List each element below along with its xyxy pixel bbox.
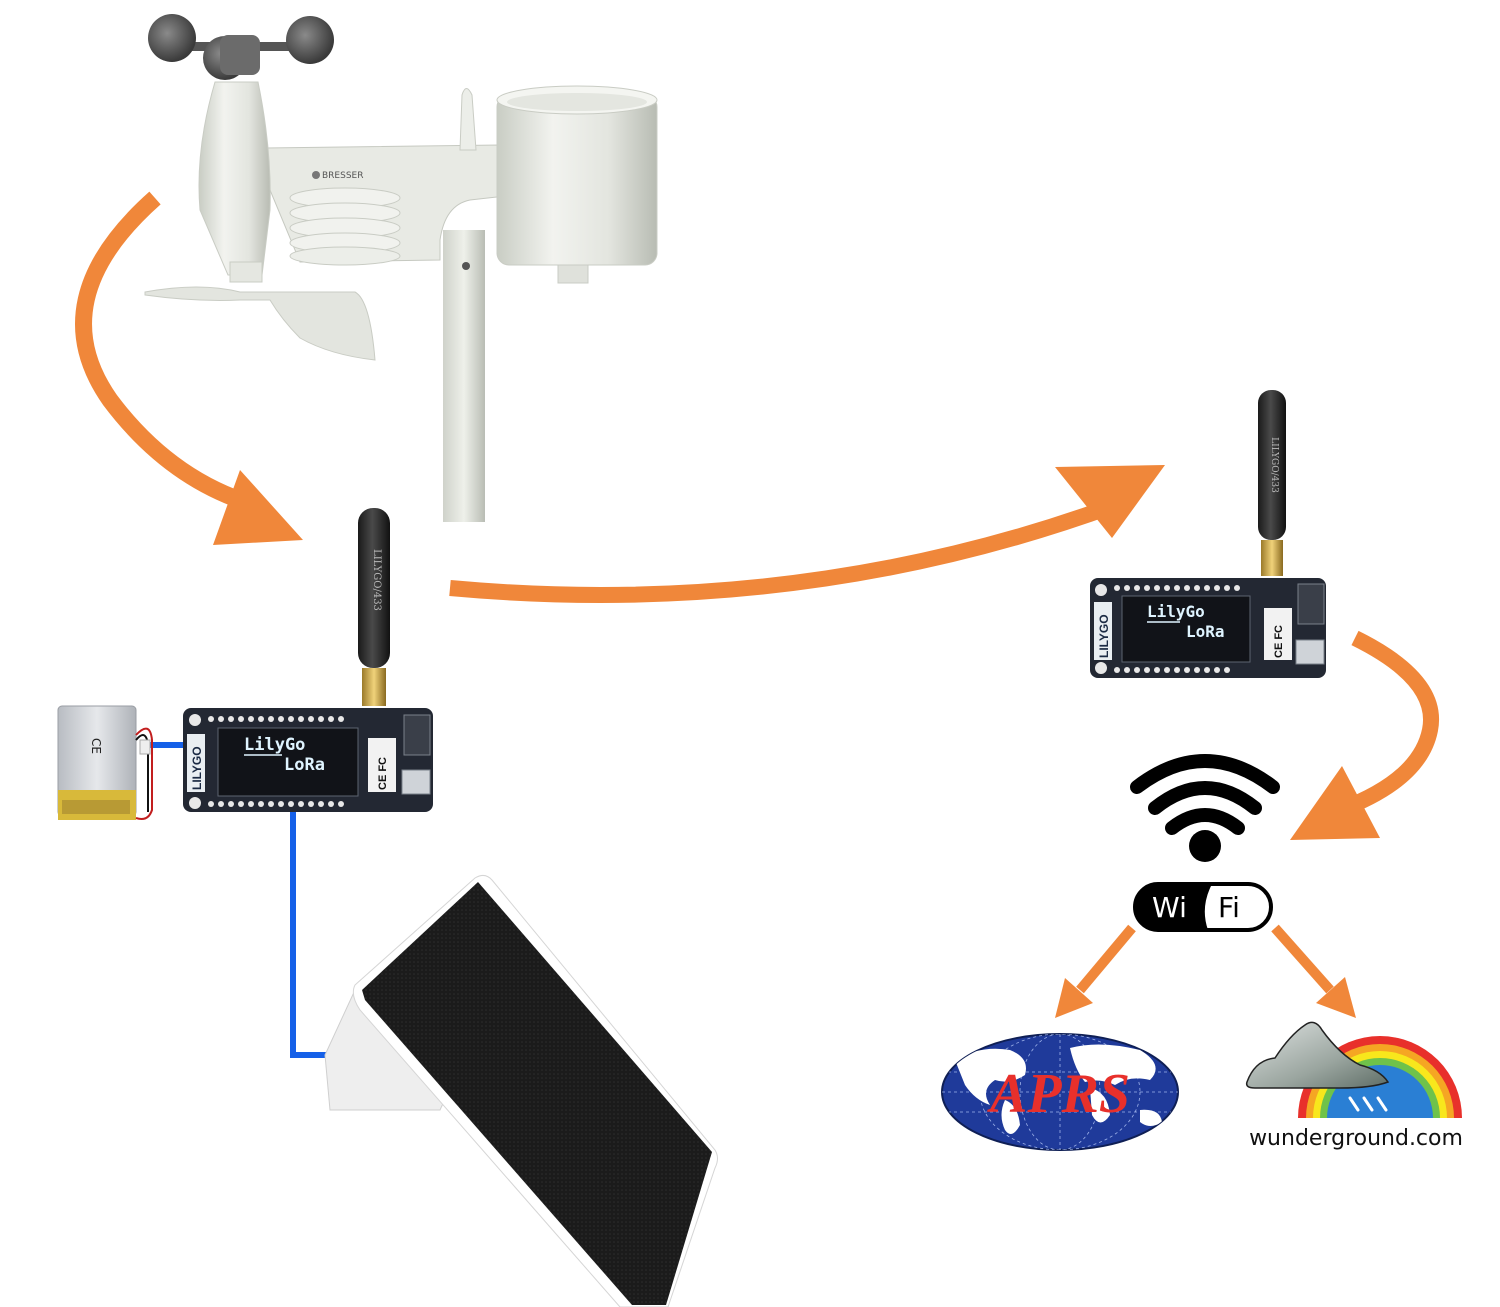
cert-marks: CE FC	[377, 757, 389, 790]
cert-label	[368, 738, 396, 792]
antenna	[358, 508, 390, 668]
wunderground-logo: wunderground.com	[1245, 1021, 1463, 1151]
cloud-icon	[1245, 1021, 1390, 1089]
connector	[1297, 583, 1325, 625]
station-pole	[443, 230, 485, 522]
wunderground-label: wunderground.com	[1249, 1126, 1463, 1151]
connector	[403, 714, 431, 756]
header-pins	[189, 714, 344, 809]
arrow-station-to-transmitter	[75, 191, 303, 545]
rain-drops-icon	[1348, 1096, 1388, 1112]
oled-line-1: LilyGo	[244, 735, 305, 755]
screw-icon	[462, 262, 470, 270]
solar-cells	[362, 882, 712, 1305]
board-brand: LILYGO	[1097, 614, 1111, 658]
solar-wire	[290, 810, 330, 1058]
brand-badge	[1094, 602, 1112, 660]
wifi-right-text: Fi	[1218, 891, 1240, 924]
wifi-left-text: Wi	[1152, 891, 1187, 924]
usb-port	[1295, 639, 1325, 665]
arrow-shaft	[75, 191, 258, 514]
board-brand: LILYGO	[190, 746, 204, 790]
wifi-icon	[1130, 754, 1280, 835]
receiver-board: LILYGO/433 LILYGO LilyGo LoRa CE FC	[1090, 390, 1326, 678]
arrow-receiver-to-wifi	[1290, 630, 1440, 840]
aprs-label: APRS	[987, 1063, 1130, 1125]
rain-gauge	[496, 85, 658, 284]
oled-line-2: LoRa	[1186, 622, 1225, 641]
arrow-shaft	[1337, 630, 1440, 818]
arrow-transmitter-to-receiver	[449, 465, 1165, 603]
arrow-shaft	[1076, 924, 1136, 994]
arrow-wifi-to-wunderground	[1271, 924, 1356, 1018]
radiation-shield	[289, 187, 401, 266]
solar-panel	[324, 874, 718, 1307]
arrow-wifi-to-aprs	[1055, 924, 1136, 1018]
transmitter-board: LILYGO/433 LILYGO LilyGo LoRa CE FC	[183, 508, 433, 812]
battery-ce-mark: CE	[89, 738, 103, 754]
arrow-head	[1316, 977, 1356, 1018]
arrow-head	[213, 470, 303, 545]
wind-vane-body	[198, 81, 271, 276]
arrow-shaft	[449, 497, 1118, 603]
wind-vane-tail	[144, 286, 376, 361]
aprs-logo: APRS	[941, 1033, 1179, 1151]
antenna-label: LILYGO/433	[1269, 437, 1279, 493]
continents	[955, 1044, 1162, 1134]
station-antenna	[459, 88, 477, 151]
battery: CE	[57, 705, 153, 820]
oled-screen	[1121, 595, 1251, 663]
wifi-dot-icon	[1189, 830, 1221, 862]
usb-port	[401, 769, 431, 795]
sma-connector	[362, 668, 386, 706]
sma-connector	[1261, 540, 1283, 576]
header-pins	[1095, 584, 1240, 674]
antenna	[1258, 390, 1286, 540]
anemometer	[148, 14, 334, 80]
arrow-head	[1055, 465, 1165, 538]
cert-marks: CE FC	[1273, 625, 1285, 658]
oled-line-1: LilyGo	[1147, 602, 1205, 621]
weather-station: BRESSER	[144, 14, 658, 522]
brand-badge	[187, 734, 205, 792]
brand-logo-icon	[312, 171, 320, 179]
cert-label	[1264, 608, 1292, 660]
arrow-head	[1055, 978, 1093, 1018]
oled-screen	[217, 727, 359, 797]
wifi-logo: Wi Fi	[1130, 754, 1280, 932]
oled-line-2: LoRa	[284, 755, 325, 775]
arrow-shaft	[1271, 924, 1334, 994]
station-brand-label: BRESSER	[322, 171, 363, 181]
antenna-label: LILYGO/433	[371, 549, 382, 611]
arrow-head	[1290, 766, 1380, 840]
